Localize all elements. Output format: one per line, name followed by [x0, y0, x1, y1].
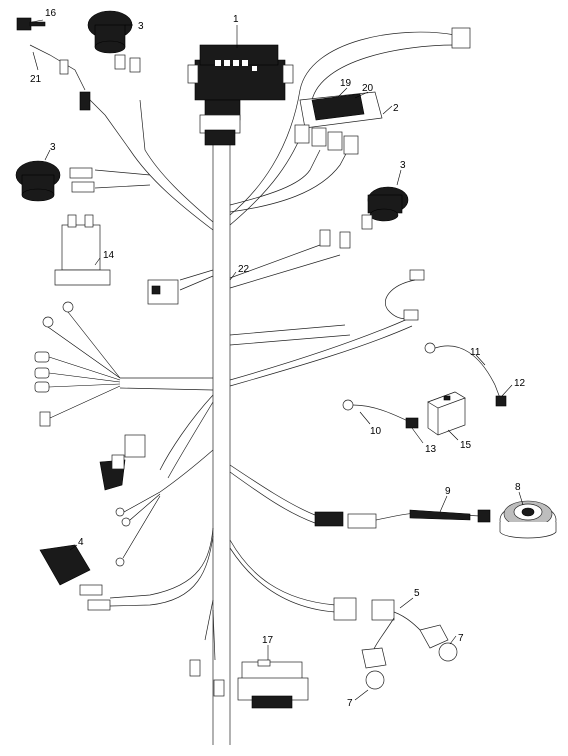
hour-meter-display [294, 91, 383, 155]
callout-12: 12 [514, 378, 526, 389]
fuse-block [237, 659, 309, 709]
display-branch [229, 149, 349, 213]
control-module [187, 44, 294, 146]
callout-5: 5 [414, 588, 420, 599]
callout-3-right: 3 [400, 160, 406, 171]
left-terminals [34, 301, 121, 427]
callout-13: 13 [425, 444, 437, 455]
callout-numbers: 1 2 3 3 3 4 5 7 7 8 9 10 11 12 13 14 15 … [30, 8, 526, 709]
callout-19: 19 [340, 78, 352, 89]
ground-terminals [115, 491, 161, 567]
switch-top [87, 10, 141, 73]
callout-2: 2 [393, 103, 399, 114]
module-15 [427, 391, 466, 436]
callout-17: 17 [262, 635, 274, 646]
callout-9: 9 [445, 486, 451, 497]
left-connector [147, 279, 179, 305]
top-right-branch [229, 27, 471, 226]
bottom-connectors [189, 659, 225, 697]
callout-8: 8 [515, 482, 521, 493]
callout-3-top: 3 [138, 21, 144, 32]
callout-20: 20 [362, 83, 374, 94]
ignition-key [16, 17, 91, 111]
lead-11 [424, 342, 507, 407]
solenoid [54, 214, 111, 286]
callout-22: 22 [238, 264, 250, 275]
left-branches [109, 269, 216, 661]
switch-left [15, 160, 95, 202]
callout-4: 4 [78, 537, 84, 548]
right-small-connectors [319, 229, 425, 321]
pto-clutch-lead [314, 509, 491, 529]
callout-7-left: 7 [347, 698, 353, 709]
upper-left-branch [84, 94, 214, 231]
relay-4 [39, 544, 111, 611]
lead-10 [342, 399, 419, 429]
left-relay-connector [99, 434, 146, 491]
callout-1: 1 [233, 14, 239, 25]
callout-10: 10 [370, 426, 382, 437]
callout-14: 14 [103, 250, 115, 261]
switch-right [361, 186, 409, 230]
main-harness-trunk [212, 145, 231, 745]
callout-11: 11 [470, 347, 481, 358]
callout-15: 15 [460, 440, 472, 451]
pto-clutch [499, 500, 557, 539]
top-right-connector [451, 27, 471, 49]
leader-lines [31, 19, 524, 701]
callout-21: 21 [30, 74, 42, 85]
light-sockets [333, 597, 458, 690]
callout-3-left: 3 [50, 142, 56, 153]
callout-7-right: 7 [458, 633, 464, 644]
right-branches [229, 244, 413, 613]
callout-16: 16 [45, 8, 57, 19]
